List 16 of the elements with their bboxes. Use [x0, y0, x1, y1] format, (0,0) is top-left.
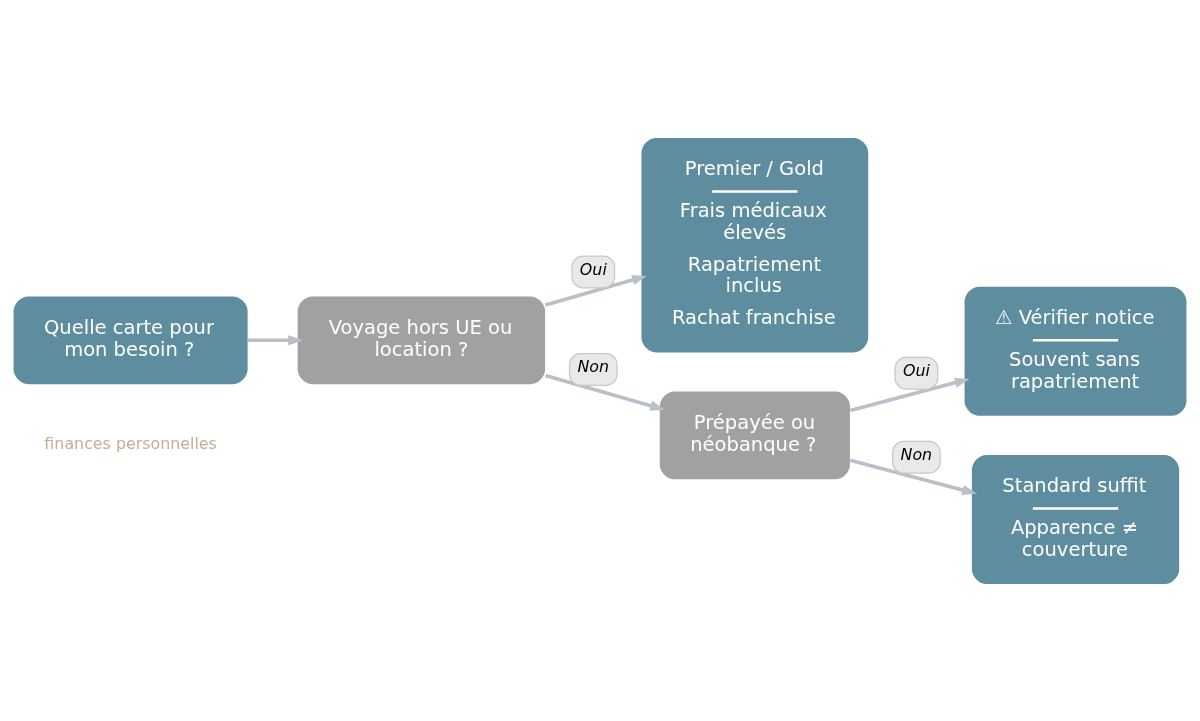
node-box: Quelle carte pour mon besoin ?: [13, 295, 248, 384]
arrow: [849, 377, 970, 412]
edge-label: Oui: [902, 360, 930, 380]
node-box: Premier / Gold Frais médicaux élevés Rapatriement inclus Rachat franchise: [641, 137, 869, 352]
label: finances personnelles: [44, 433, 217, 453]
node-box: Standard suffit Apparence ≠ couverture: [971, 454, 1180, 584]
edge-label: Non: [577, 356, 610, 376]
arrow: [849, 458, 977, 495]
node-box: Prépayée ou néobanque ?: [659, 391, 850, 479]
edge-label: Oui: [579, 259, 607, 279]
arrow: [247, 334, 303, 345]
arrow: [544, 373, 665, 411]
node-box: ⚠ Vérifier notice Souvent sans rapatriement: [964, 286, 1187, 416]
node-box: Voyage hors UE ou location ?: [297, 295, 546, 384]
arrow: [544, 274, 647, 307]
edge-label: Non: [900, 444, 933, 464]
